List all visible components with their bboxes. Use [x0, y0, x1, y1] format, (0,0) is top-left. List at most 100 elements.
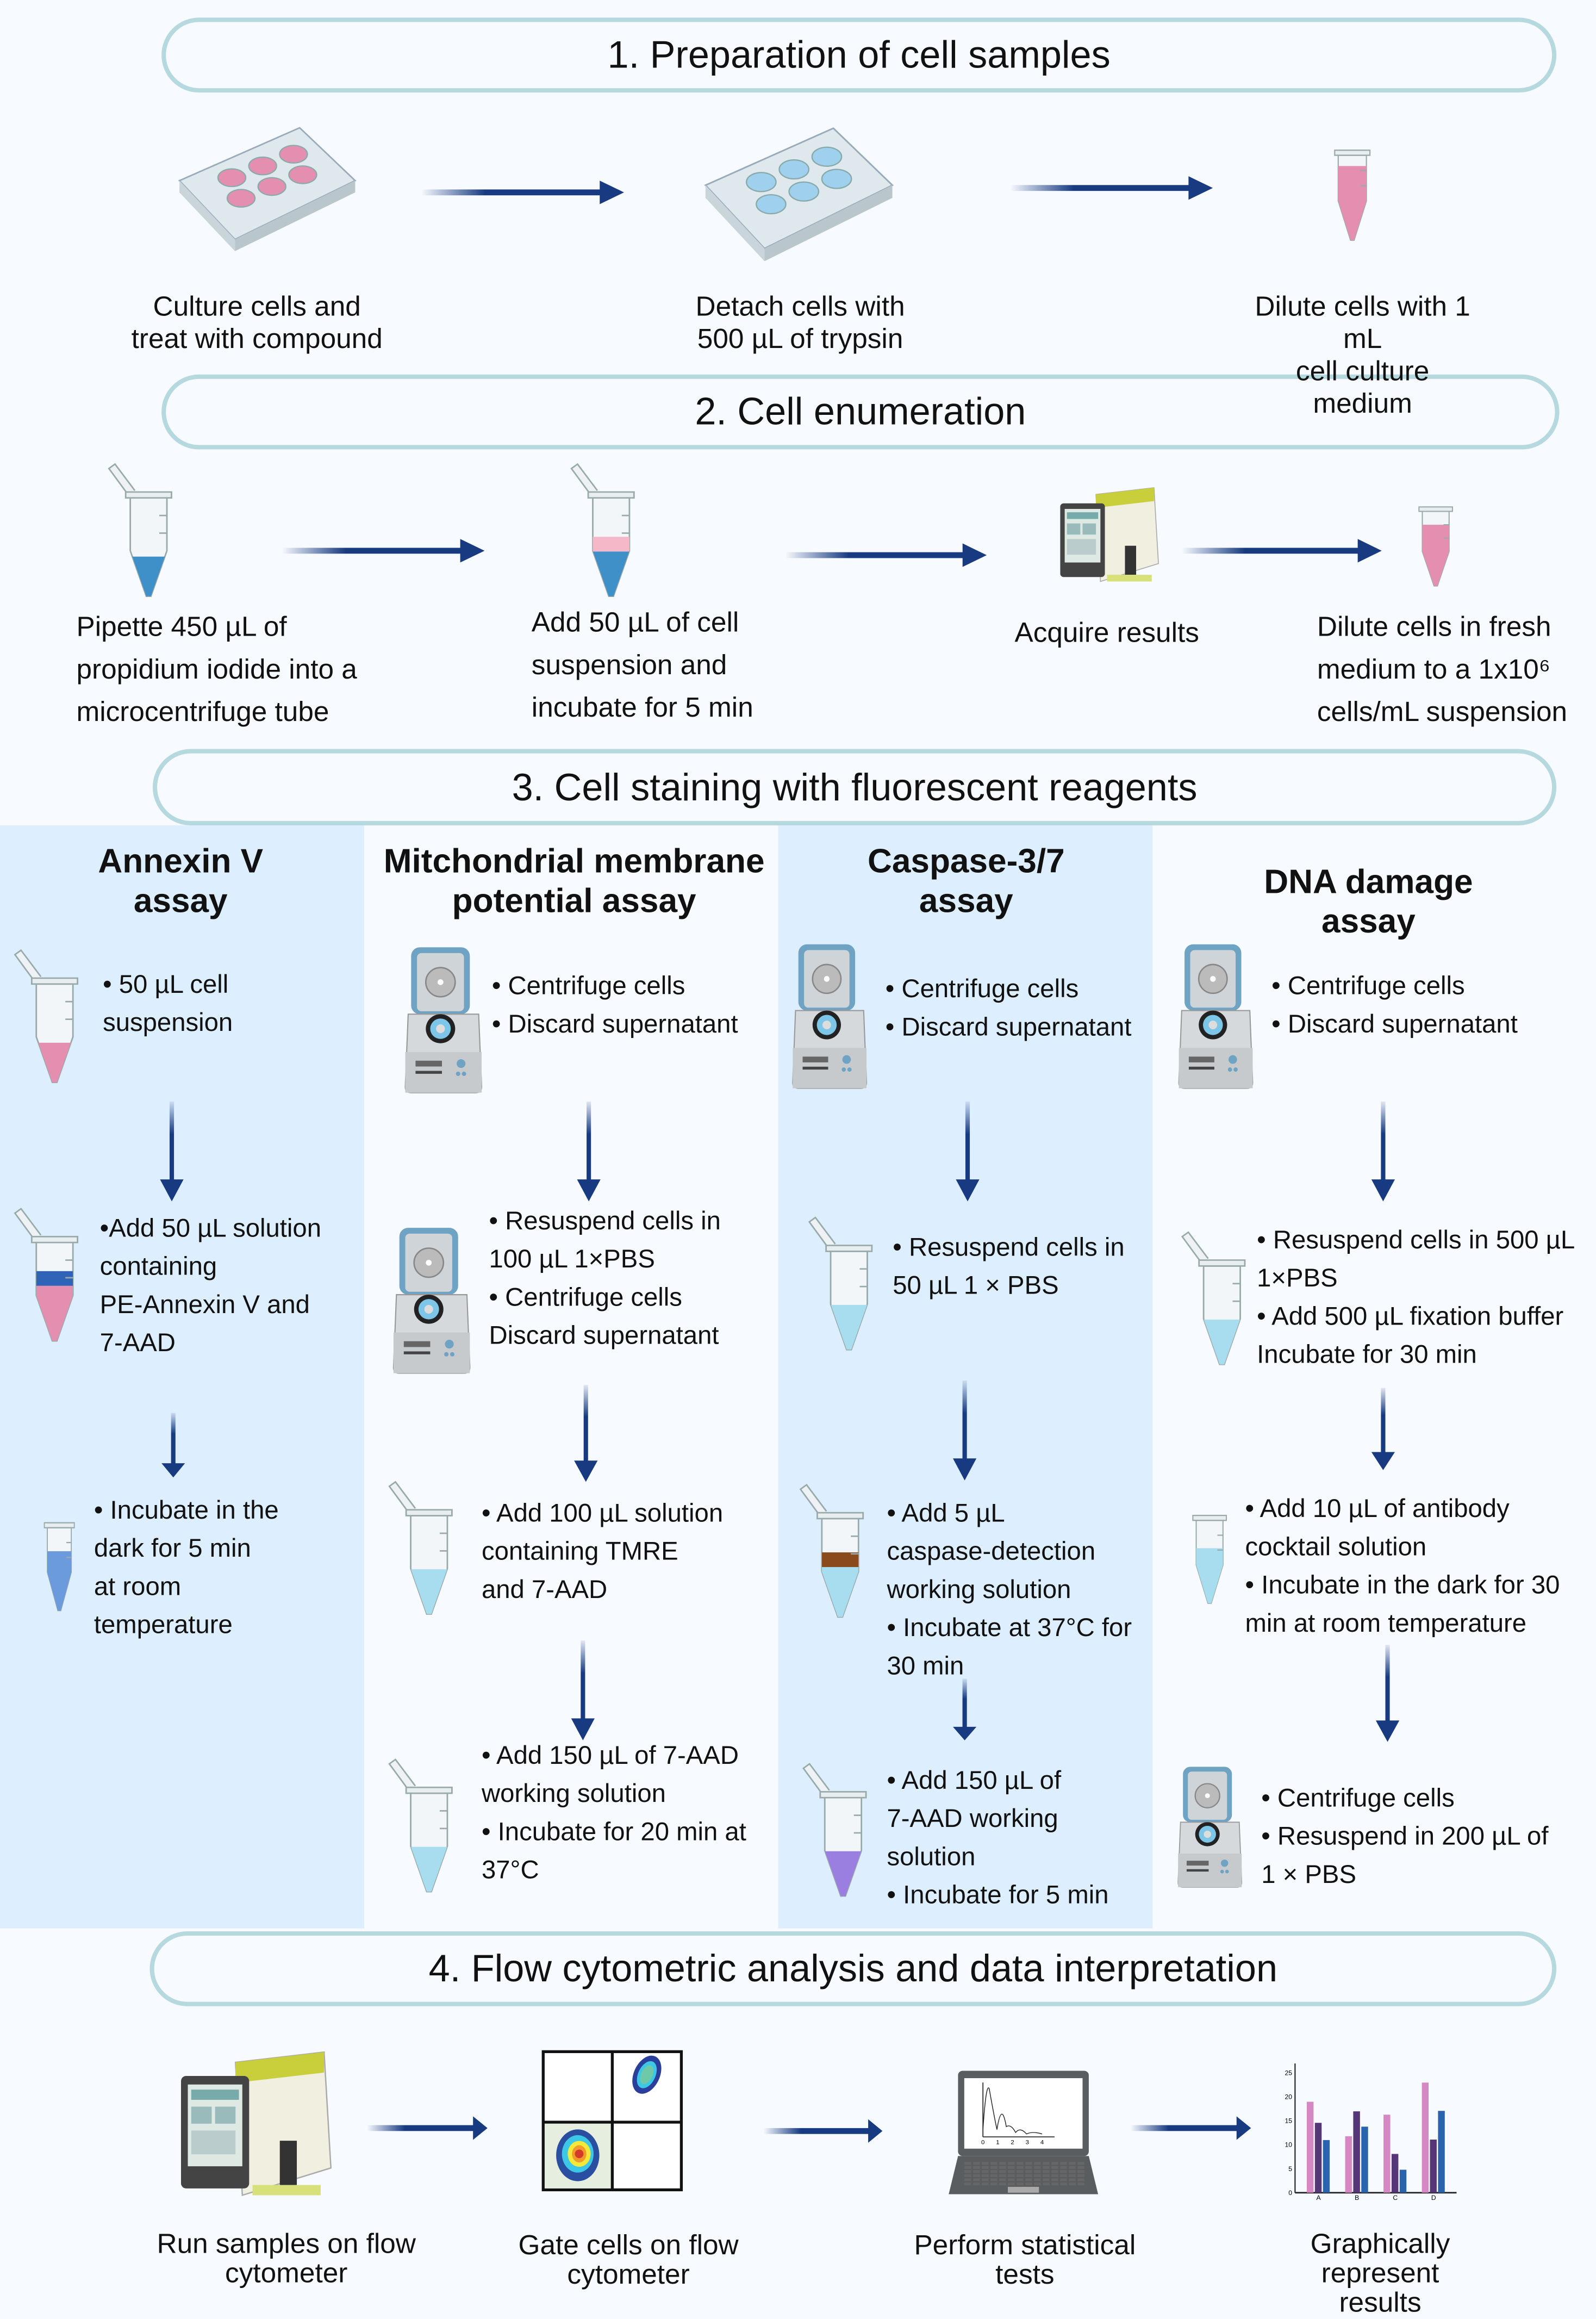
arrow-down-icon — [1368, 1101, 1398, 1202]
prep-step-2-label: Detach cells with 500 µL of trypsin — [695, 292, 905, 356]
caspase-assay-title: Caspase-3/7 assay — [868, 841, 1065, 919]
section-header-preparation: 1. Preparation of cell samples — [161, 17, 1557, 93]
arrow-down-icon — [159, 1413, 188, 1478]
bar — [1345, 2136, 1352, 2193]
tube-brown-band-icon — [794, 1483, 870, 1623]
arrow-right-icon — [1182, 536, 1382, 565]
tube-pink-blue-icon — [565, 463, 641, 602]
enum-step-1-label: Pipette 450 µL of propidium iodide into … — [76, 612, 357, 729]
bar — [1306, 2102, 1314, 2193]
annexin-step-3: • Incubate in the dark for 5 min at room… — [93, 1495, 279, 1639]
tube-light-blue-icon — [383, 1758, 459, 1898]
bar — [1399, 2169, 1407, 2193]
arrow-right-icon — [1010, 173, 1213, 203]
annexin-assay-title: Annexin V assay — [98, 841, 264, 919]
prep-step-3-label: Dilute cells with 1 mL cell culture medi… — [1255, 292, 1470, 420]
arrow-down-icon — [574, 1101, 603, 1202]
bar — [1361, 2127, 1368, 2193]
arrow-right-icon — [282, 536, 485, 565]
dna-step-4: • Centrifuge cells • Resuspend in 200 µL… — [1261, 1783, 1549, 1889]
caspase-step-3: • Add 5 µL caspase-detection working sol… — [887, 1498, 1132, 1681]
y-tick-label: 25 — [1285, 2069, 1292, 2077]
analysis-step-2-label: Gate cells on flow cytometer — [518, 2230, 739, 2291]
y-tick-label: 20 — [1285, 2093, 1292, 2101]
dna-step-2: • Resuspend cells in 500 µL 1×PBS • Add … — [1257, 1224, 1575, 1369]
bar — [1438, 2111, 1445, 2193]
centrifuge-icon — [1173, 1767, 1246, 1888]
tube-pink-icon — [1402, 484, 1458, 590]
analysis-step-4-label: Graphically represent results — [1310, 2229, 1450, 2319]
tube-light-blue-icon — [803, 1216, 880, 1356]
dna-damage-assay-title: DNA damage assay — [1264, 862, 1473, 940]
tube-pink-icon — [1317, 125, 1376, 245]
x-tick-label: C — [1393, 2194, 1398, 2202]
bar — [1430, 2140, 1437, 2193]
mito-step-3: • Add 100 µL solution containing TMRE an… — [481, 1498, 724, 1604]
arrow-down-icon — [1368, 1388, 1398, 1470]
tube-pink-blue-band-icon — [9, 1207, 85, 1347]
laptop-axis-tick: 1 — [996, 2140, 999, 2146]
annexin-step-2: •Add 50 µL solution containing PE-Annexi… — [99, 1213, 322, 1357]
arrow-right-icon — [785, 540, 987, 570]
y-tick-label: 15 — [1285, 2117, 1292, 2125]
tube-pink-icon — [9, 949, 85, 1089]
enum-step-2-label: Add 50 µL of cell suspension and incubat… — [531, 608, 753, 724]
arrow-down-icon — [568, 1640, 597, 1740]
bar — [1314, 2123, 1322, 2193]
arrow-down-icon — [950, 1381, 980, 1481]
x-tick-label: A — [1317, 2194, 1321, 2202]
tube-blue-icon — [103, 463, 179, 602]
laptop-icon: 0 1 2 3 4 — [946, 2071, 1101, 2197]
enum-step-4-label: Dilute cells in fresh medium to a 1x10⁶ … — [1317, 612, 1568, 729]
arrow-right-icon — [763, 2116, 883, 2146]
arrow-down-icon — [157, 1101, 186, 1202]
caspase-step-2: • Resuspend cells in 50 µL 1 × PBS — [893, 1232, 1125, 1300]
tube-blue-icon — [29, 1498, 79, 1615]
arrow-right-icon — [421, 178, 624, 207]
arrow-right-icon — [367, 2113, 488, 2143]
bar — [1391, 2154, 1399, 2193]
section-header-enumeration: 2. Cell enumeration — [161, 374, 1560, 450]
centrifuge-icon — [787, 944, 872, 1089]
tube-light-blue-icon — [1176, 1491, 1232, 1608]
caspase-step-4: • Add 150 µL of 7-AAD working solution •… — [887, 1765, 1109, 1910]
laptop-axis-tick: 0 — [981, 2140, 984, 2146]
caspase-step-1: • Centrifuge cells • Discard supernatant — [885, 973, 1132, 1042]
enum-step-3-label: Acquire results — [1014, 618, 1199, 649]
bar — [1383, 2115, 1391, 2193]
bar — [1323, 2140, 1330, 2193]
arrow-down-icon — [1373, 1645, 1402, 1742]
y-tick-label: 0 — [1288, 2189, 1292, 2197]
section-header-staining: 3. Cell staining with fluorescent reagen… — [152, 749, 1557, 826]
annexin-step-1: • 50 µL cell suspension — [103, 969, 233, 1037]
cell-counter-icon — [1051, 479, 1163, 590]
section-header-analysis: 4. Flow cytometric analysis and data int… — [149, 1931, 1557, 2006]
centrifuge-icon — [388, 1228, 476, 1374]
mito-step-2: • Resuspend cells in 100 µL 1×PBS • Cent… — [489, 1205, 721, 1350]
laptop-axis-tick: 3 — [1026, 2140, 1029, 2146]
dna-step-3: • Add 10 µL of antibody cocktail solutio… — [1245, 1494, 1560, 1638]
prep-step-1-label: Culture cells and treat with compound — [131, 292, 383, 356]
arrow-down-icon — [571, 1385, 601, 1482]
tube-light-blue-icon — [1176, 1231, 1252, 1371]
tube-purple-icon — [797, 1762, 874, 1902]
arrow-right-icon — [1130, 2113, 1251, 2143]
mito-step-1: • Centrifuge cells • Discard supernatant — [491, 971, 738, 1039]
well-plate-pink-icon — [173, 122, 358, 254]
gating-plot-icon — [540, 2049, 684, 2193]
bar — [1353, 2111, 1360, 2193]
arrow-down-icon — [950, 1678, 980, 1740]
arrow-down-icon — [953, 1101, 982, 1202]
mitochondrial-assay-title: Mitchondrial membrane potential assay — [383, 841, 765, 919]
analysis-step-3-label: Perform statistical tests — [914, 2230, 1136, 2291]
laptop-axis-tick: 2 — [1011, 2140, 1014, 2146]
dna-step-1: • Centrifuge cells • Discard supernatant — [1271, 971, 1518, 1039]
centrifuge-icon — [400, 947, 488, 1093]
y-tick-label: 5 — [1288, 2165, 1292, 2173]
analysis-step-1-label: Run samples on flow cytometer — [157, 2229, 416, 2290]
centrifuge-icon — [1173, 944, 1258, 1089]
laptop-axis-tick: 4 — [1040, 2140, 1044, 2146]
x-tick-label: B — [1355, 2194, 1359, 2202]
flow-cytometer-icon — [167, 2038, 338, 2209]
